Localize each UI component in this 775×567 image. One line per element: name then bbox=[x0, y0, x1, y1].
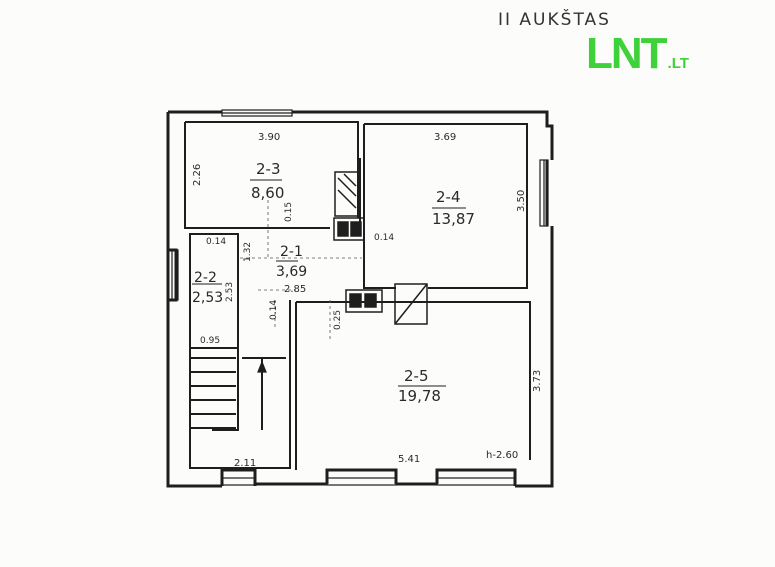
room-2-3-area: 8,60 bbox=[251, 184, 284, 202]
dim-350: 3.50 bbox=[516, 190, 527, 212]
chimneys bbox=[333, 171, 428, 325]
room-2-4-area: 13,87 bbox=[432, 210, 475, 228]
dim-390: 3.90 bbox=[258, 132, 280, 143]
room-2-2-area: 2,53 bbox=[192, 290, 223, 306]
room-2-5-id: 2-5 bbox=[404, 367, 429, 385]
room-labels: 2-3 8,60 2-4 13,87 2-1 3,69 2-2 2,53 2-5… bbox=[192, 160, 475, 405]
windows bbox=[171, 109, 549, 486]
dim-373: 3.73 bbox=[532, 370, 543, 392]
dim-h260: h-2.60 bbox=[486, 450, 518, 461]
dim-285: 2.85 bbox=[284, 284, 306, 295]
room-2-3-id: 2-3 bbox=[256, 160, 281, 178]
dim-132: 1.32 bbox=[243, 242, 253, 262]
logo-tld: .LT bbox=[667, 55, 689, 72]
dimension-guides bbox=[240, 200, 362, 340]
dim-014-c: 0.14 bbox=[269, 300, 279, 320]
dim-025: 0.25 bbox=[333, 310, 343, 330]
stair-arrow bbox=[257, 360, 267, 430]
dimension-labels: 3.90 2.26 3.69 3.50 0.15 0.14 0.14 1.32 … bbox=[192, 132, 543, 469]
dim-541: 5.41 bbox=[398, 454, 420, 465]
dim-211: 2.11 bbox=[234, 458, 256, 469]
dim-095: 0.95 bbox=[200, 336, 220, 346]
room-2-2-id: 2-2 bbox=[194, 270, 217, 286]
floor-title: II AUKŠTAS bbox=[498, 10, 611, 30]
dim-369: 3.69 bbox=[434, 132, 456, 143]
dim-014-a: 0.14 bbox=[206, 237, 226, 247]
dim-015: 0.15 bbox=[284, 202, 294, 222]
dim-253: 2.53 bbox=[225, 282, 235, 302]
room-2-4-id: 2-4 bbox=[436, 188, 461, 206]
lnt-logo: LNT.LT bbox=[586, 32, 689, 76]
room-2-5-area: 19,78 bbox=[398, 387, 441, 405]
dim-226: 2.26 bbox=[192, 164, 203, 186]
dim-014-b: 0.14 bbox=[374, 233, 394, 243]
room-2-1-id: 2-1 bbox=[280, 244, 303, 260]
logo-text: LNT bbox=[586, 29, 668, 78]
room-2-1-area: 3,69 bbox=[276, 264, 307, 280]
